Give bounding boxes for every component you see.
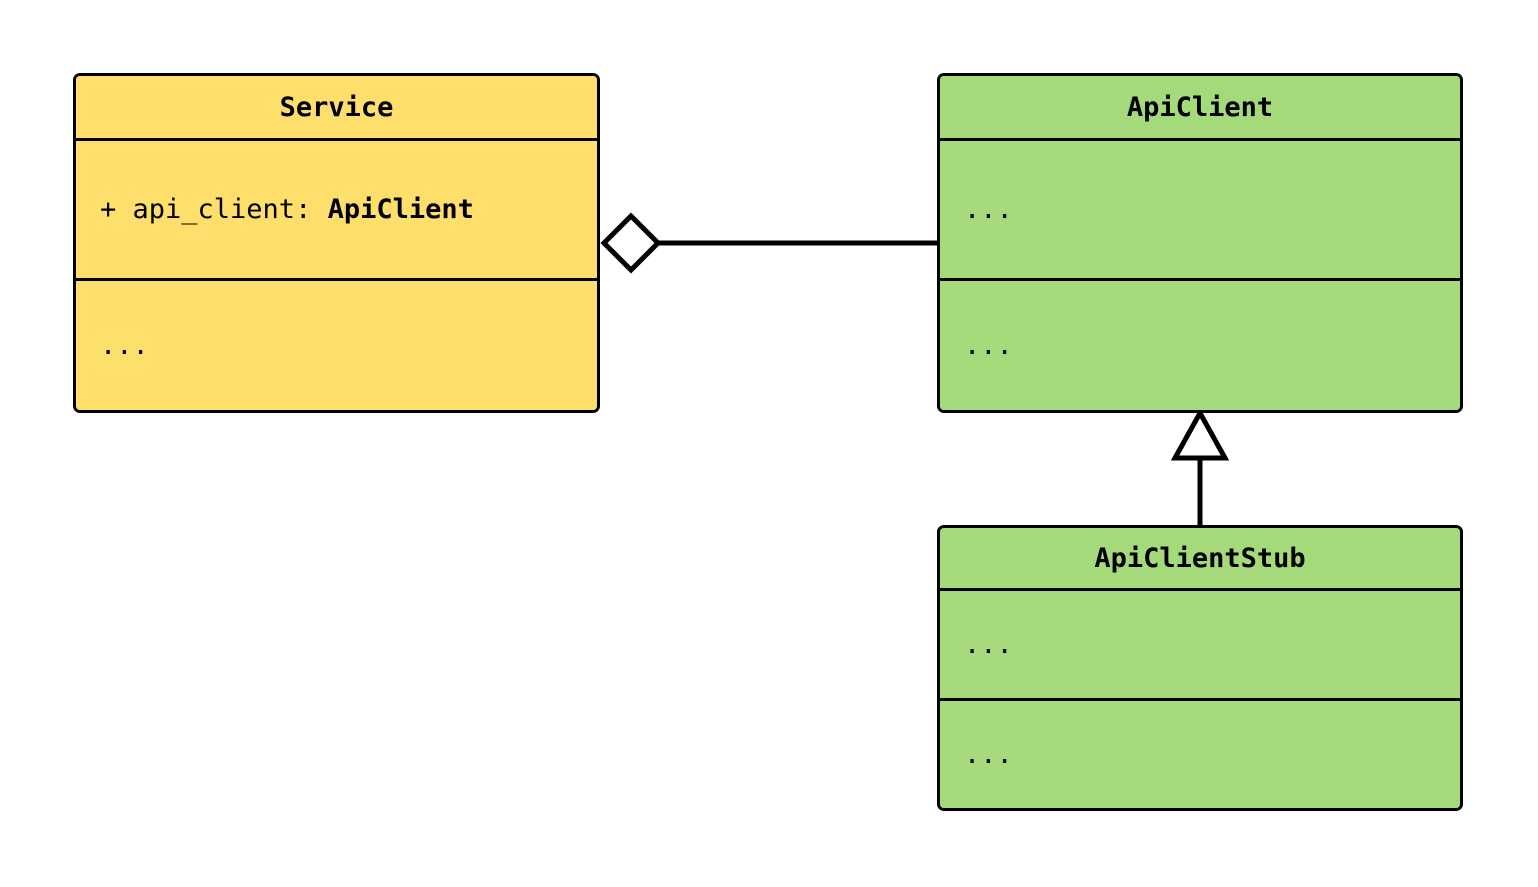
method-row: ... (940, 739, 1013, 770)
attribute-type: ApiClient (327, 194, 474, 225)
methods-compartment-api-client-stub: ... (940, 698, 1460, 808)
ellipsis-text: ... (964, 739, 1013, 770)
ellipsis-text: ... (100, 330, 149, 361)
class-name-api-client: ApiClient (940, 76, 1460, 138)
class-box-api-client-stub[interactable]: ApiClientStub ... ... (937, 525, 1463, 811)
hollow-triangle-icon (1170, 407, 1230, 461)
class-name-api-client-stub: ApiClientStub (940, 528, 1460, 588)
method-row: ... (76, 330, 149, 361)
ellipsis-text: ... (964, 629, 1013, 660)
attribute-row: + api_client: ApiClient (76, 194, 474, 225)
attribute-prefix: + api_client: (100, 194, 328, 225)
hollow-diamond-icon (600, 212, 662, 274)
ellipsis-text: ... (964, 330, 1013, 361)
attributes-compartment-service: + api_client: ApiClient (76, 138, 597, 278)
attributes-compartment-api-client: ... (940, 138, 1460, 278)
methods-compartment-api-client: ... (940, 278, 1460, 410)
ellipsis-text: ... (964, 194, 1013, 225)
aggregation-service-api-client (600, 212, 937, 274)
class-box-service[interactable]: Service + api_client: ApiClient ... (73, 73, 600, 413)
attribute-row: ... (940, 629, 1013, 660)
generalization-stub-api-client (1170, 407, 1230, 525)
method-row: ... (940, 330, 1013, 361)
attribute-row: ... (940, 194, 1013, 225)
methods-compartment-service: ... (76, 278, 597, 410)
class-name-service: Service (76, 76, 597, 138)
attributes-compartment-api-client-stub: ... (940, 588, 1460, 698)
class-box-api-client[interactable]: ApiClient ... ... (937, 73, 1463, 413)
